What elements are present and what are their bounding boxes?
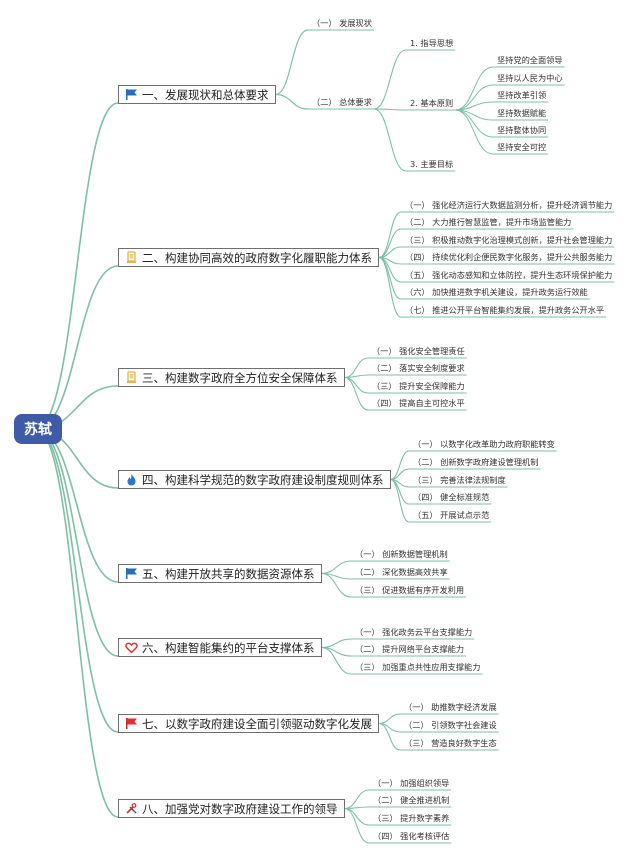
b3-leaf-3[interactable]: （三） 提升安全保障能力	[372, 381, 465, 391]
branch-6-label: 六、构建智能集约的平台支撑体系	[142, 640, 315, 655]
b2-leaf-2[interactable]: （二） 大力推行智慧监管，提升市场监管能力	[405, 217, 572, 227]
branch-4-node[interactable]: 四、构建科学规范的数字政府建设制度规则体系	[118, 470, 391, 489]
branch-1-label: 一、发展现状和总体要求	[142, 87, 269, 102]
branch-5-node[interactable]: 五、构建开放共享的数据资源体系	[118, 564, 322, 583]
b5-leaf-2[interactable]: （二） 深化数据高效共享	[355, 567, 448, 577]
b1-principle-1[interactable]: 坚持党的全面领导	[497, 55, 563, 65]
b1-sub-3[interactable]: 3. 主要目标	[410, 159, 454, 169]
b8-leaf-3[interactable]: （三） 提升数字素养	[373, 813, 450, 823]
b8-leaf-4[interactable]: （四） 强化考核评估	[373, 831, 450, 841]
root-node[interactable]: 苏轼	[14, 414, 62, 444]
branch-4-label: 四、构建科学规范的数字政府建设制度规则体系	[142, 472, 384, 487]
branch-5-label: 五、构建开放共享的数据资源体系	[142, 566, 315, 581]
b3-leaf-4[interactable]: （四） 提高自主可控水平	[372, 398, 465, 408]
b2-leaf-4[interactable]: （四） 持续优化利企便民数字化服务，提升公共服务能力	[405, 252, 613, 262]
b1-sub-2[interactable]: 2. 基本原则	[410, 98, 454, 108]
b4-leaf-1[interactable]: （一） 以数字化改革助力政府职能转变	[413, 439, 555, 449]
b6-leaf-3[interactable]: （三） 加强重点共性应用支撑能力	[355, 662, 481, 672]
heart-icon	[124, 641, 138, 655]
b7-leaf-2[interactable]: （二） 引领数字社会建设	[404, 720, 497, 730]
b4-leaf-3[interactable]: （三） 完善法律法规制度	[413, 475, 506, 485]
b6-leaf-1[interactable]: （一） 强化政务云平台支撑能力	[355, 627, 473, 637]
branch-7-node[interactable]: 七、以数字政府建设全面引领驱动数字化发展	[118, 714, 379, 733]
b1-sub-1[interactable]: 1. 指导思想	[410, 38, 454, 48]
branch-7-label: 七、以数字政府建设全面引领驱动数字化发展	[142, 716, 372, 731]
b2-leaf-6[interactable]: （六） 加快推进数字机关建设，提升政务运行效能	[405, 287, 588, 297]
b1-principle-4[interactable]: 坚持数据赋能	[497, 108, 547, 118]
b1-principle-6[interactable]: 坚持安全可控	[497, 142, 547, 152]
branch-6-node[interactable]: 六、构建智能集约的平台支撑体系	[118, 638, 322, 657]
b1-principle-5[interactable]: 坚持整体协同	[497, 125, 547, 135]
medal-icon	[124, 371, 138, 385]
b7-leaf-3[interactable]: （三） 营造良好数字生态	[404, 738, 497, 748]
branch-1-node[interactable]: 一、发展现状和总体要求	[118, 85, 276, 104]
branch-8-node[interactable]: 八、加强党对数字政府建设工作的领导	[118, 799, 345, 818]
red-flag-icon	[124, 717, 138, 731]
b2-leaf-5[interactable]: （五） 强化动态感知和立体防控，提升生态环境保护能力	[405, 270, 613, 280]
b1-leaf-2[interactable]: （二） 总体要求	[312, 97, 372, 107]
root-label: 苏轼	[24, 422, 52, 438]
b2-leaf-7[interactable]: （七） 推进公开平台智能集约发展，提升政务公开水平	[405, 305, 605, 315]
flame-icon	[124, 473, 138, 487]
b3-leaf-1[interactable]: （一） 强化安全管理责任	[372, 346, 465, 356]
b4-leaf-4[interactable]: （四） 健全标准规范	[413, 492, 490, 502]
branch-2-label: 二、构建协同高效的政府数字化履职能力体系	[142, 250, 372, 265]
b2-leaf-3[interactable]: （三） 积极推动数字化治理模式创新，提升社会管理能力	[405, 235, 613, 245]
branch-2-node[interactable]: 二、构建协同高效的政府数字化履职能力体系	[118, 248, 379, 267]
b1-leaf-1[interactable]: （一） 发展现状	[312, 18, 372, 28]
b2-leaf-1[interactable]: （一） 强化经济运行大数据监测分析，提升经济调节能力	[405, 200, 613, 210]
b1-principle-2[interactable]: 坚持以人民为中心	[497, 73, 563, 83]
medal-icon	[124, 251, 138, 265]
branch-8-label: 八、加强党对数字政府建设工作的领导	[142, 801, 338, 816]
b1-principle-3[interactable]: 坚持改革引领	[497, 90, 547, 100]
branch-3-label: 三、构建数字政府全方位安全保障体系	[142, 370, 338, 385]
b7-leaf-1[interactable]: （一） 助推数字经济发展	[404, 702, 497, 712]
b4-leaf-2[interactable]: （二） 创新数字政府建设管理机制	[413, 457, 539, 467]
b6-leaf-2[interactable]: （二） 提升网络平台支撑能力	[355, 644, 465, 654]
b3-leaf-2[interactable]: （二） 落实安全制度要求	[372, 363, 465, 373]
branch-3-node[interactable]: 三、构建数字政府全方位安全保障体系	[118, 368, 345, 387]
tools-icon	[124, 802, 138, 816]
b5-leaf-1[interactable]: （一） 创新数据管理机制	[355, 549, 448, 559]
b4-leaf-5[interactable]: （五） 开展试点示范	[413, 510, 490, 520]
b5-leaf-3[interactable]: （三） 促进数据有序开发利用	[355, 585, 465, 595]
b8-leaf-2[interactable]: （二） 健全推进机制	[373, 795, 450, 805]
blue-flag-icon	[124, 88, 138, 102]
blue-flag-icon	[124, 567, 138, 581]
b8-leaf-1[interactable]: （一） 加强组织领导	[373, 778, 450, 788]
